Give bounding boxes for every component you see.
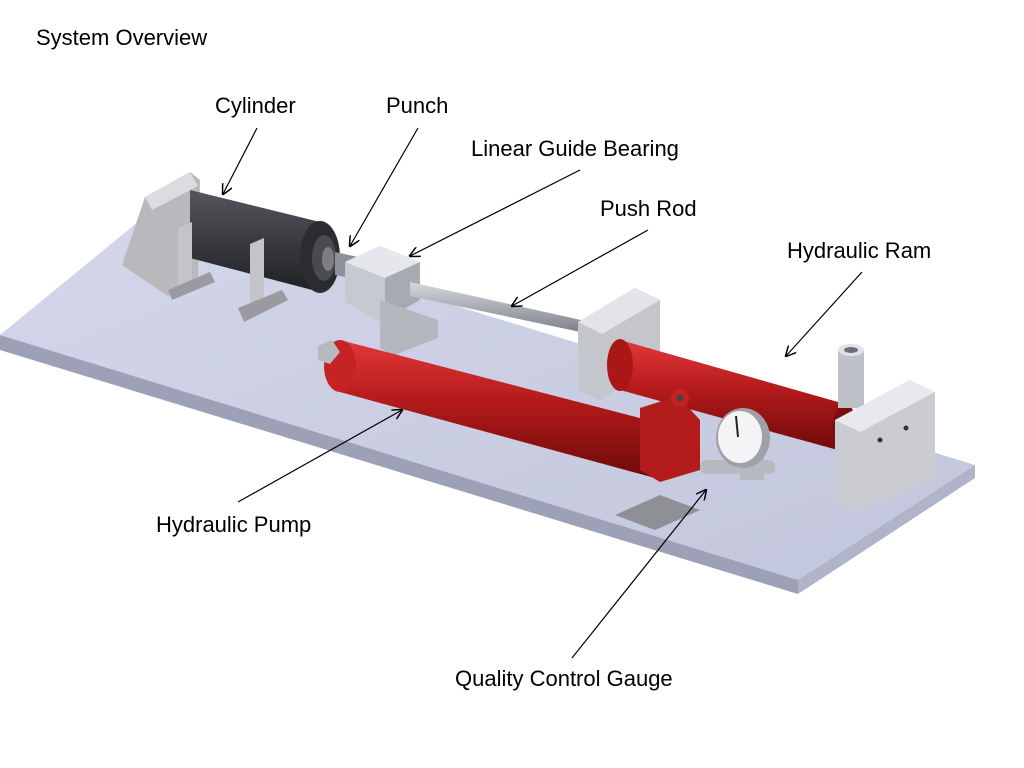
hydraulic-pump-arrow xyxy=(237,410,402,503)
linear-guide-bearing-arrow xyxy=(410,169,581,256)
quality-control-gauge-label: Quality Control Gauge xyxy=(455,666,673,691)
page-title: System Overview xyxy=(36,25,208,50)
cylinder-arrow xyxy=(223,127,258,194)
hydraulic-pump-label: Hydraulic Pump xyxy=(156,512,312,537)
quality-control-gauge xyxy=(716,408,770,480)
ram-end-bracket xyxy=(835,380,935,510)
cylinder-label: Cylinder xyxy=(215,93,296,118)
quality-control-gauge-arrow xyxy=(571,490,706,659)
linear-guide-bearing xyxy=(345,246,438,356)
leader-arrows xyxy=(223,127,863,659)
punch-label: Punch xyxy=(386,93,449,118)
cylinder-mount-clamps xyxy=(168,222,288,322)
punch-arrow xyxy=(350,127,419,246)
push-rod xyxy=(410,282,590,334)
hydraulic-ram-arrow xyxy=(786,271,863,356)
hydraulic-ram-label: Hydraulic Ram xyxy=(787,238,932,263)
linear-guide-bearing-label: Linear Guide Bearing xyxy=(471,136,679,161)
push-rod-arrow xyxy=(512,229,649,306)
cylinder xyxy=(190,190,340,293)
push-rod-label: Push Rod xyxy=(600,196,697,221)
hydraulic-ram xyxy=(607,339,864,452)
hydraulic-pump xyxy=(318,340,775,530)
